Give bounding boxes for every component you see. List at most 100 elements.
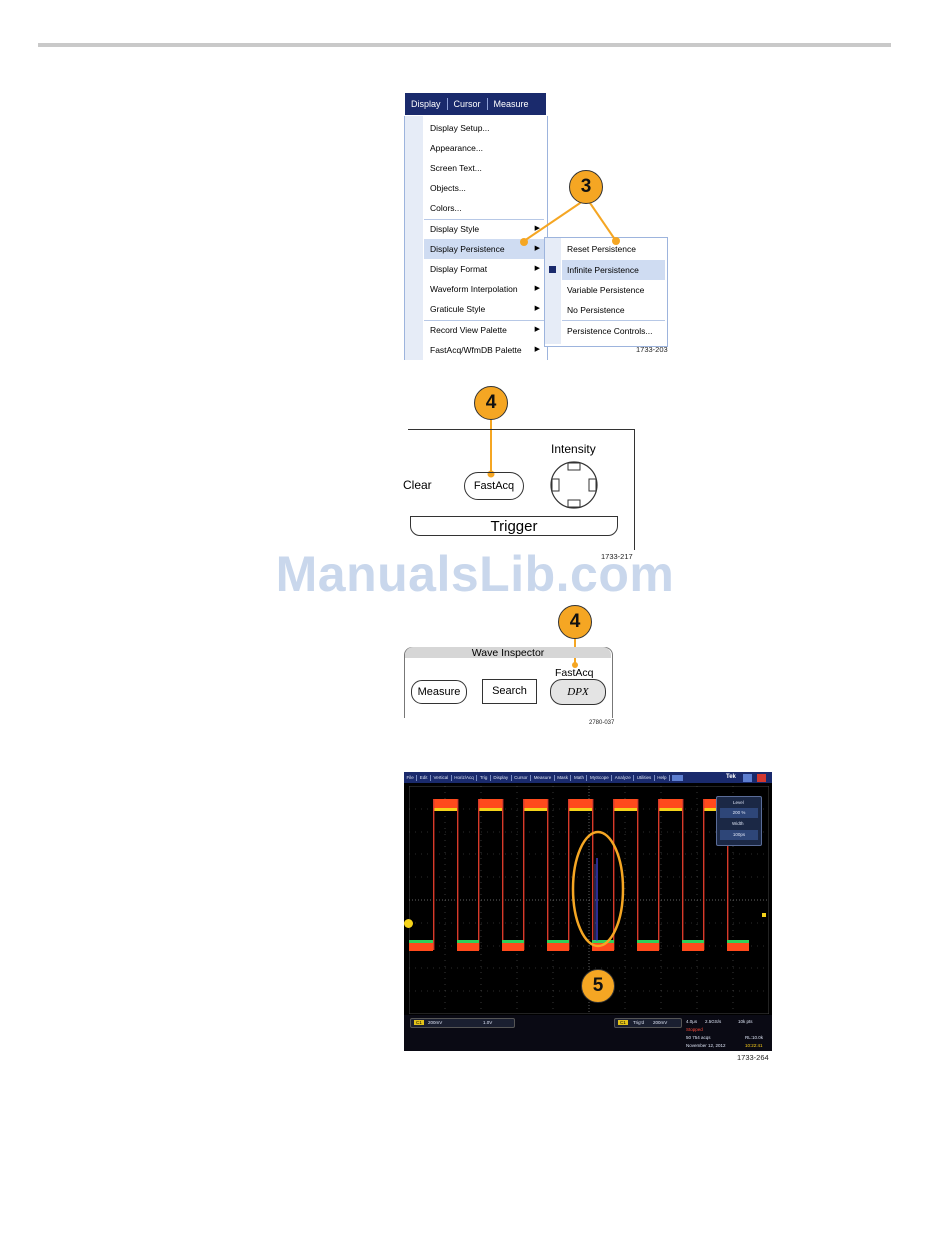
pulse-falling-edge <box>592 799 594 950</box>
pulse-falling-edge <box>502 799 504 950</box>
ch1-ground-marker-icon[interactable] <box>404 919 413 928</box>
pulse-low-band <box>592 943 614 951</box>
scope-menu-edit[interactable]: Edit <box>417 774 432 781</box>
scope-menu-analyze[interactable]: Analyze <box>612 774 635 781</box>
menu-item-label: Record View Palette <box>430 325 507 335</box>
checked-icon <box>549 266 556 273</box>
pulse-low-edge <box>637 940 659 943</box>
intensity-label: Intensity <box>551 442 596 456</box>
palette-level-value[interactable]: 200 % <box>720 808 758 818</box>
time-readout: 10:22:41 <box>745 1043 763 1048</box>
pulse-falling-edge <box>457 799 459 950</box>
search-button[interactable]: Search <box>482 679 537 704</box>
scope-menu-display[interactable]: Display <box>491 774 512 781</box>
figure-id: 1733-264 <box>737 1053 769 1062</box>
scope-menu-utilities[interactable]: Utilities <box>634 774 655 781</box>
figure-id: 2780-037 <box>589 720 615 726</box>
intensity-knob-icon[interactable] <box>548 459 600 511</box>
record-length-readout: 10k pts <box>738 1019 753 1024</box>
page-top-rule <box>38 43 891 47</box>
pulse-low-edge <box>502 940 524 943</box>
pulse-low-edge <box>727 940 749 943</box>
menu-item-display-setup[interactable]: Display Setup... <box>430 123 490 133</box>
ch1-readout[interactable]: C1 200mV 1.0V <box>410 1018 515 1028</box>
fastacq-button[interactable]: FastAcq <box>464 472 524 500</box>
submenu-icon-strip <box>545 238 561 344</box>
callout-3-leader-b <box>589 202 617 242</box>
pulse-high-edge <box>704 808 727 811</box>
menu-item-screen-text[interactable]: Screen Text... <box>430 163 482 173</box>
palette-level-label: Level <box>733 800 744 805</box>
menu-item-display-format[interactable]: Display Format▶ <box>424 259 544 279</box>
menu-bar: Display Cursor Measure <box>405 93 546 115</box>
menu-separator <box>424 320 544 321</box>
fastacq-label: FastAcq <box>555 667 594 679</box>
callout-4b-dot <box>572 662 578 668</box>
submenu-variable-persistence[interactable]: Variable Persistence <box>567 285 645 295</box>
timebase-readout[interactable]: 4.0μs <box>686 1019 698 1024</box>
scope-menu-vertical[interactable]: Vertical <box>431 774 452 781</box>
submenu-separator <box>562 320 665 321</box>
scope-menu-horiz[interactable]: Horiz/Acq <box>452 774 478 781</box>
menu-item-label: Display Style <box>430 224 480 234</box>
scope-menu-help[interactable]: Help <box>655 774 671 781</box>
run-state[interactable]: Stopped <box>686 1027 703 1032</box>
dpx-button[interactable]: DPX <box>550 679 606 705</box>
palette-width-value[interactable]: 100ps <box>720 830 758 840</box>
pulse-low-band <box>682 943 704 951</box>
scope-menu-math[interactable]: Math <box>571 774 588 781</box>
wave-inspector-title: Wave Inspector <box>405 647 611 659</box>
submenu-infinite-persistence[interactable]: Infinite Persistence <box>562 260 665 280</box>
pulse-low-edge <box>409 940 433 943</box>
front-panel-frame <box>408 429 635 550</box>
trigger-text: Trig'd <box>633 1020 644 1025</box>
square-wave-trace <box>409 799 749 951</box>
pulse-high-edge <box>434 808 457 811</box>
submenu-no-persistence[interactable]: No Persistence <box>567 305 625 315</box>
submenu-reset-persistence[interactable]: Reset Persistence <box>567 244 636 254</box>
menu-display[interactable]: Display <box>405 98 448 110</box>
menu-cursor[interactable]: Cursor <box>448 98 488 110</box>
menu-item-colors[interactable]: Colors... <box>430 203 462 213</box>
menu-item-graticule-style[interactable]: Graticule Style▶ <box>424 299 544 319</box>
minimize-icon[interactable] <box>743 774 752 782</box>
pulse-high-band <box>704 799 727 808</box>
figure-id: 1733-217 <box>601 552 633 561</box>
measure-button[interactable]: Measure <box>411 680 467 704</box>
menu-item-appearance[interactable]: Appearance... <box>430 143 483 153</box>
scope-menu-mask[interactable]: Mask <box>555 774 572 781</box>
pulse-low-band <box>727 943 749 951</box>
pulse-low-edge <box>547 940 569 943</box>
close-icon[interactable] <box>757 774 766 782</box>
menu-item-display-persistence[interactable]: Display Persistence▶ <box>424 239 544 259</box>
menu-item-fastacq-palette[interactable]: FastAcq/WfmDB Palette▶ <box>424 340 544 360</box>
scope-menu-file[interactable]: File <box>404 774 418 781</box>
dropdown-icon[interactable] <box>672 774 684 781</box>
submenu-arrow-icon: ▶ <box>534 326 540 333</box>
menu-item-objects[interactable]: Objects... <box>430 183 466 193</box>
pulse-low-band <box>547 943 569 951</box>
menu-item-waveform-interpolation[interactable]: Waveform Interpolation▶ <box>424 279 544 299</box>
submenu-arrow-icon: ▶ <box>534 225 540 232</box>
pulse-rising-edge <box>613 799 615 950</box>
trigger-level-marker-icon[interactable] <box>762 913 766 917</box>
scope-menu-cursor[interactable]: Cursor <box>512 774 532 781</box>
callout-3: 3 <box>569 170 603 204</box>
menu-item-label: Graticule Style <box>430 304 486 314</box>
pulse-rising-edge <box>658 799 660 950</box>
submenu-arrow-icon: ▶ <box>534 265 540 272</box>
clear-button[interactable]: Clear <box>403 478 432 492</box>
scope-menu-measure[interactable]: Measure <box>531 774 555 781</box>
trigger-readout[interactable]: C1 Trig'd 200mV <box>614 1018 682 1028</box>
pulse-low-edge <box>457 940 479 943</box>
menu-item-record-view-palette[interactable]: Record View Palette ▶ <box>424 320 544 340</box>
pulse-high-band <box>569 799 592 808</box>
scope-menu-myscope[interactable]: MyScope <box>587 774 613 781</box>
pulse-low-edge <box>592 940 614 943</box>
menu-measure[interactable]: Measure <box>493 99 529 109</box>
submenu-arrow-icon: ▶ <box>534 245 540 252</box>
submenu-persistence-controls[interactable]: Persistence Controls... <box>567 326 653 336</box>
menu-item-display-style[interactable]: Display Style ▶ <box>424 219 544 239</box>
pulse-low-band <box>637 943 659 951</box>
scope-menu-trig[interactable]: Trig <box>477 774 491 781</box>
